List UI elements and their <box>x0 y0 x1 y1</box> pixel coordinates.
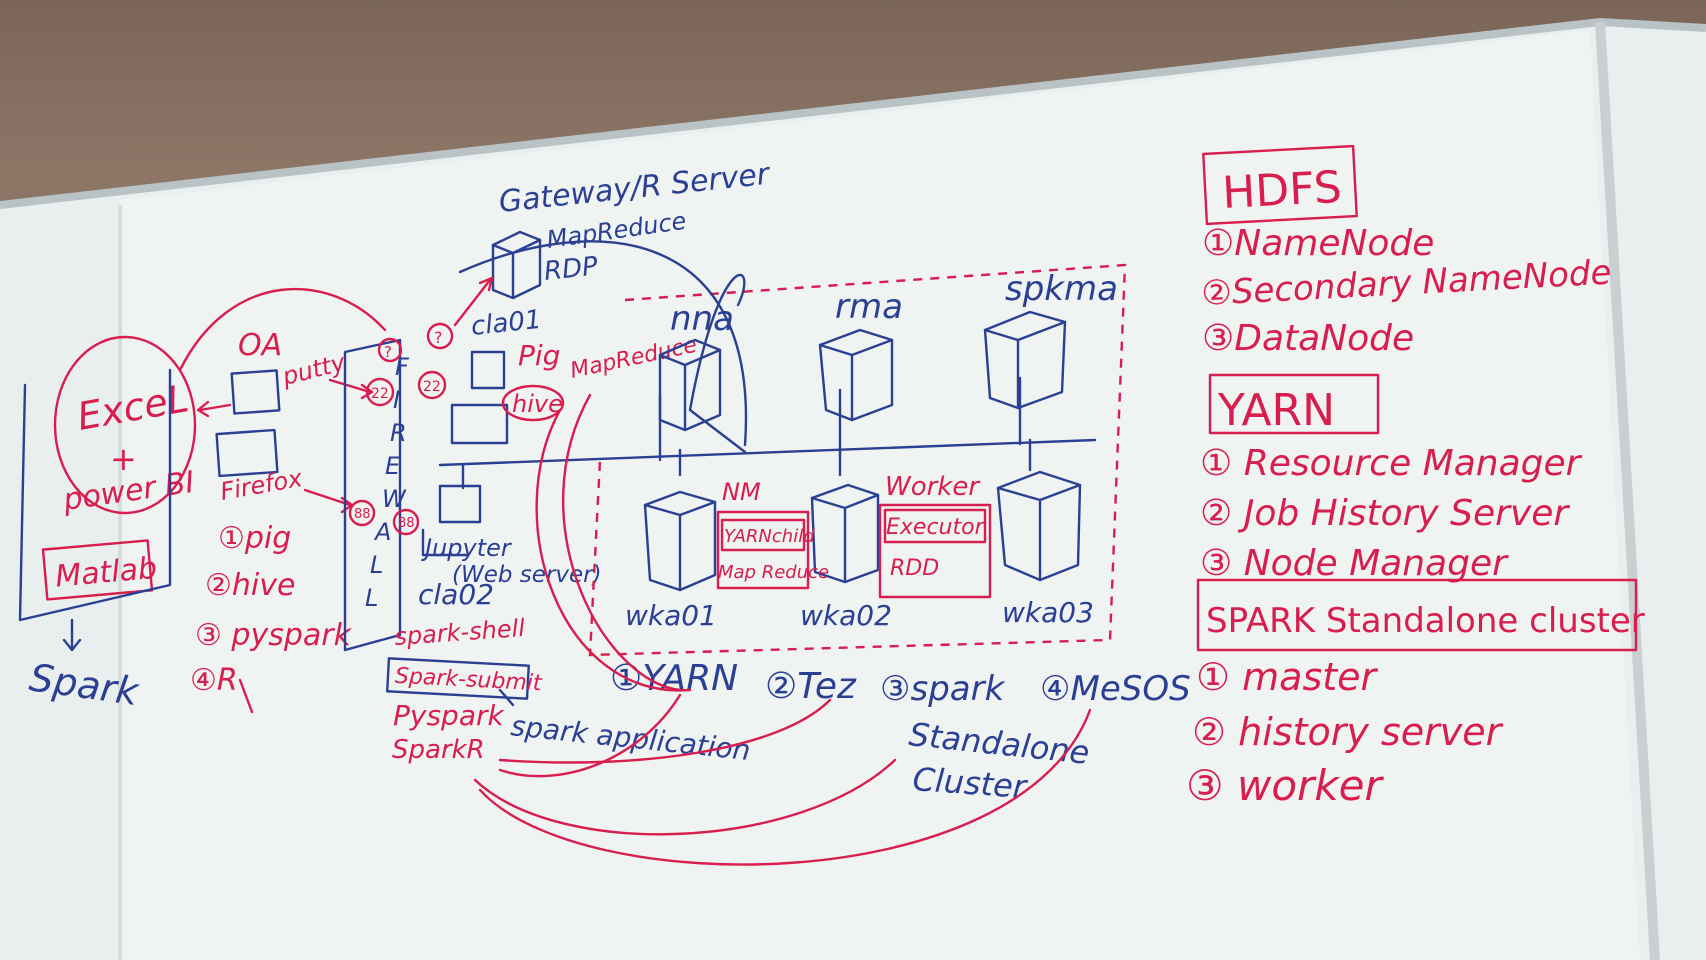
spark-title: SPARK Standalone cluster <box>1206 601 1645 641</box>
cla02-label: cla02 <box>418 578 494 611</box>
manager-cluster: Cluster <box>911 760 1029 806</box>
worker-wka03: wka03 <box>1002 596 1094 629</box>
server-rma-icon <box>818 328 894 422</box>
executor-box <box>883 508 987 544</box>
spark-title-box <box>1196 578 1638 652</box>
executor-label: Executor <box>886 515 986 540</box>
oa-pc-1 <box>230 369 281 415</box>
sparkr-label: SparkR <box>392 735 485 765</box>
cla01-box-2 <box>450 403 509 445</box>
jupyter-label: Jupyter <box>421 534 513 562</box>
firewall-q2: ? <box>434 328 443 347</box>
nm-label: NM <box>722 478 761 506</box>
hdfs-title-box <box>1202 144 1358 226</box>
master-spkma: spkma <box>1005 269 1118 309</box>
spark-submit-box <box>386 657 530 700</box>
plus-sign: + <box>110 440 137 478</box>
port-88-a: 88 <box>354 507 371 522</box>
pyspark-label: Pyspark <box>393 699 505 732</box>
yarn-title-box <box>1208 373 1380 435</box>
cla01-title: cla01 <box>470 305 543 342</box>
arrow-to-tez <box>498 698 832 764</box>
oa-tool-r: ④R <box>190 663 238 698</box>
nm-box <box>716 510 810 590</box>
port-88-b: 88 <box>398 516 415 531</box>
spark-item-2: ② history server <box>1192 710 1504 754</box>
oa-title: OA <box>238 328 282 363</box>
svg-text:I: I <box>393 386 400 414</box>
arrow-to-mesos <box>478 708 1092 866</box>
worker-label: Worker <box>885 472 981 502</box>
server-wka01-icon <box>643 490 717 592</box>
hdfs-title: HDFS <box>1221 162 1343 219</box>
port-22-b: 22 <box>423 379 441 395</box>
port-22-a: 22 <box>371 386 389 402</box>
server-spkma-icon <box>983 310 1067 410</box>
svg-text:L: L <box>365 584 378 612</box>
hdfs-item-1: ①NameNode <box>1202 223 1434 264</box>
network-bus <box>438 438 1097 467</box>
svg-text:E: E <box>385 452 401 480</box>
yarn-item-3: ③ Node Manager <box>1200 543 1509 584</box>
cla01-box <box>470 350 506 390</box>
manager-tez: ②Tez <box>765 666 857 707</box>
oa-tool-pig: ①pig <box>218 521 291 556</box>
yarnchild-label: YARNchild <box>724 526 815 547</box>
gateway-link <box>458 240 748 447</box>
hdfs-item-3: ③DataNode <box>1202 318 1414 359</box>
worker-wka01: wka01 <box>625 599 717 632</box>
webserver-label: (Web server) <box>452 562 602 588</box>
arrow-to-spark <box>473 758 897 836</box>
yarn-item-2: ② Job History Server <box>1200 493 1570 534</box>
svg-text:R: R <box>390 419 407 447</box>
hive-oval <box>501 384 565 422</box>
rdd-label: RDD <box>890 556 939 581</box>
matlab-box <box>41 539 154 601</box>
yarnchild-box <box>720 518 806 552</box>
svg-text:W: W <box>382 485 407 513</box>
rdp-arc <box>178 287 387 372</box>
spark-item-3: ③ worker <box>1186 761 1384 810</box>
server-nna-icon <box>658 338 722 432</box>
manager-mesos: ④MeSOS <box>1040 669 1191 709</box>
manager-spark: ③spark <box>880 669 1006 709</box>
server-wka02-icon <box>810 483 880 584</box>
firewall <box>343 338 402 652</box>
svg-text:L: L <box>370 551 383 579</box>
yarn-item-1: ① Resource Manager <box>1200 443 1583 484</box>
oa-tool-hive: ②hive <box>205 568 295 603</box>
master-rma: rma <box>835 287 903 327</box>
spark-item-1: ① master <box>1196 655 1379 699</box>
gateway-rdp: RDP <box>543 251 600 286</box>
oa-pc-2 <box>215 428 279 478</box>
server-wka03-icon <box>996 470 1082 582</box>
firewall-letters: F I R E W A L L <box>365 353 410 612</box>
svg-text:A: A <box>373 518 391 546</box>
cla01-pig: Pig <box>518 339 560 372</box>
svg-text:F: F <box>395 353 410 381</box>
client-circle <box>53 335 197 515</box>
worker-box <box>878 503 992 599</box>
cla01-hive: hive <box>512 390 563 418</box>
firewall-q1: ? <box>384 343 392 361</box>
yarn-title: YARN <box>1217 385 1335 436</box>
cla02-box <box>438 484 482 524</box>
arrow-to-yarn <box>498 693 682 778</box>
master-nna: nna <box>670 299 734 339</box>
worker-wka02: wka02 <box>800 599 892 632</box>
oa-tool-pyspark: ③ pyspark <box>195 618 353 653</box>
nm-mapreduce-label: Map Reduce <box>718 562 829 583</box>
